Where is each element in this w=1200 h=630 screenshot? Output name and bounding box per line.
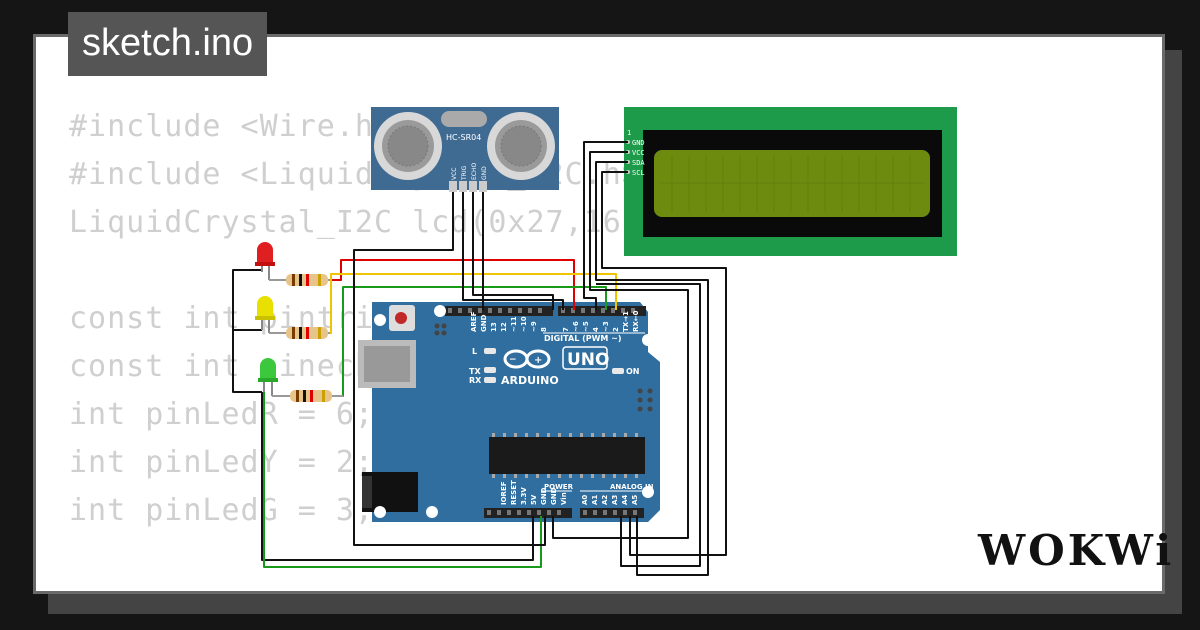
reset-button[interactable] (395, 312, 407, 324)
digital-pin-gnd: GND (480, 314, 488, 332)
analog-pin-a2: A2 (601, 495, 609, 505)
ultrasonic-sensor-hc-sr04[interactable]: HC-SR04 VCC TRIG ECHO GND (371, 107, 559, 192)
arduino-brand: ARDUINO (501, 374, 559, 387)
digital-pin-11: ~11 (510, 316, 518, 332)
resistor-red[interactable] (269, 274, 330, 286)
sensor-pin-echo: ECHO (471, 163, 478, 180)
digital-pin-10: ~10 (520, 316, 528, 332)
digital-pin-6: ~6 (572, 321, 580, 332)
digital-pin-13: 13 (490, 322, 498, 332)
lcd-pin-label-vcc: VCC (632, 149, 645, 157)
code-line-7: int pinLedR = 6; (69, 397, 374, 432)
arduino-logo: − + ARDUINO UNO (501, 346, 609, 387)
sensor-pin-vcc: VCC (451, 168, 458, 180)
arduino-model: UNO (567, 350, 609, 370)
lcd-display[interactable]: 1 GND VCC SDA SCL (624, 107, 957, 256)
digital-pin-5: ~5 (582, 321, 590, 332)
digital-pin-7: 7 (562, 327, 570, 332)
green-led[interactable] (258, 358, 278, 396)
digital-pin-12: 12 (500, 322, 508, 332)
code-line-1: #include <Wire.h> (69, 109, 394, 144)
digital-label: DIGITAL (PWM ~) (544, 334, 622, 343)
sensor-pin-gnd: GND (481, 166, 488, 180)
sensor-pin-trig: TRIG (461, 165, 468, 181)
wokwi-logo: WOKWi (978, 526, 1175, 575)
power-pin-gnd-2: GND (550, 487, 558, 505)
atmega-chip (489, 437, 645, 474)
resistor-green[interactable] (272, 390, 343, 402)
analog-pin-a4: A4 (621, 495, 629, 505)
sketch-title: sketch.ino (68, 12, 268, 76)
analog-pin-a1: A1 (591, 495, 599, 505)
led-label-rx: RX (469, 376, 482, 385)
power-pin-5v: 5V (530, 494, 538, 505)
lcd-pin-label-scl: SCL (632, 169, 645, 177)
digital-pin-0: RX←0 (632, 310, 640, 332)
digital-pin-8: 8 (540, 327, 548, 332)
lcd-pin-label-gnd: GND (632, 139, 645, 147)
analog-pin-a3: A3 (611, 495, 619, 505)
resistor-yellow[interactable] (269, 327, 330, 339)
red-led[interactable] (255, 242, 275, 280)
power-pin-reset: RESET (510, 480, 518, 505)
lcd-pin-label-1: 1 (627, 129, 631, 137)
power-pin-ioref: IOREF (500, 481, 508, 505)
digital-pin-4: 4 (592, 327, 600, 332)
power-pin-3v3: 3.3V (520, 487, 528, 505)
led-label-tx: TX (469, 367, 481, 376)
digital-pin-9: ~9 (530, 321, 538, 332)
led-label-l: L (472, 347, 477, 356)
power-label: POWER (544, 483, 574, 491)
power-pin-vin: Vin (560, 492, 568, 505)
digital-pin-1: TX→1 (622, 311, 630, 332)
yellow-led[interactable] (255, 296, 275, 333)
analog-label: ANALOG IN (610, 483, 654, 491)
lcd-pin-label-sda: SDA (632, 159, 645, 167)
arduino-uno-board[interactable]: AREF GND 13 12 ~11 ~10 ~9 8 7 ~6 ~5 4 ~3… (358, 302, 660, 522)
digital-pin-aref: AREF (470, 311, 478, 332)
code-line-11: void setup() { (69, 583, 698, 591)
analog-pin-a5: A5 (631, 495, 639, 505)
on-label: ON (626, 367, 640, 376)
svg-text:+: + (534, 355, 542, 366)
digital-pin-3: ~3 (602, 321, 610, 332)
power-pin-gnd-1: GND (540, 487, 548, 505)
analog-pin-a0: A0 (581, 495, 589, 505)
sensor-model: HC-SR04 (446, 133, 481, 142)
svg-text:−: − (509, 355, 517, 365)
digital-pin-2: 2 (612, 327, 620, 332)
